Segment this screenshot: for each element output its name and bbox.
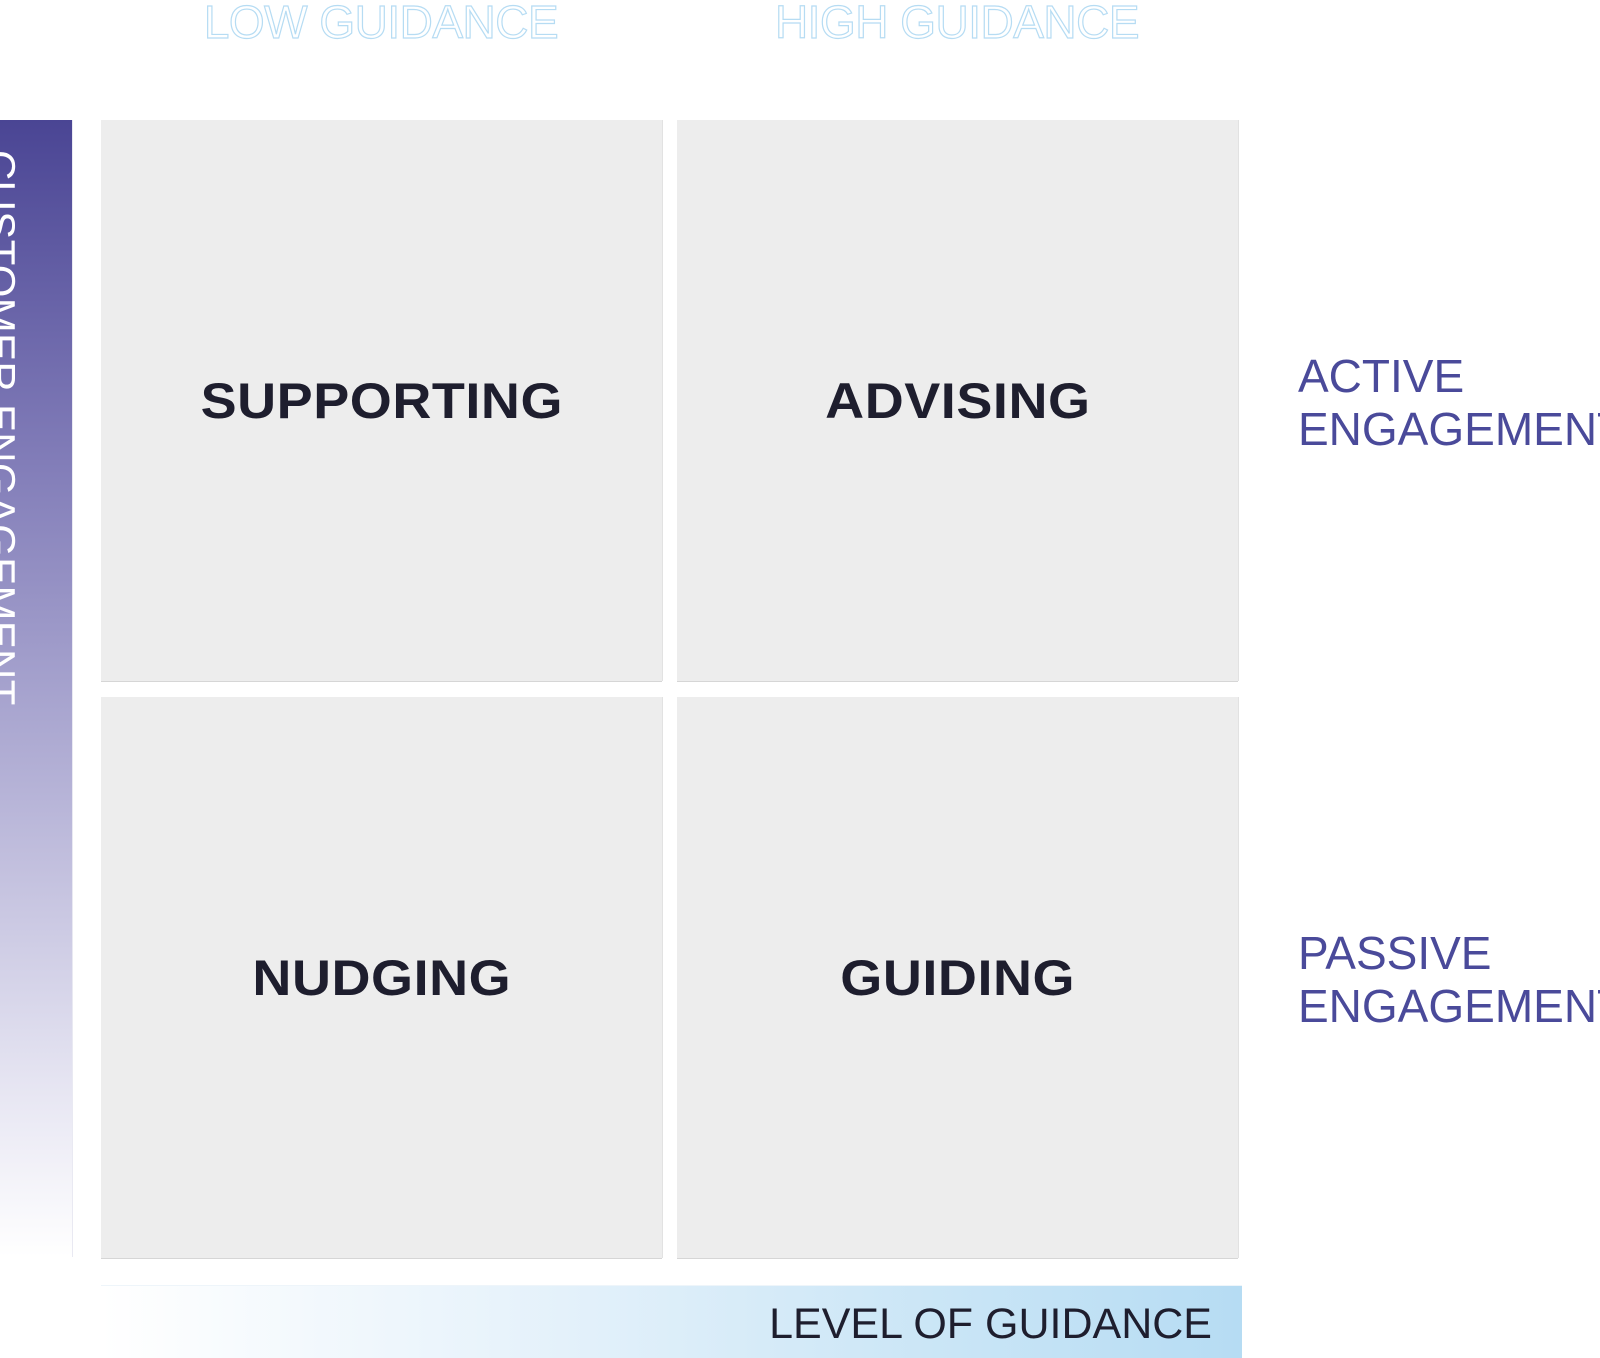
- customer-engagement-axis: CUSTOMER ENGAGEMENT: [0, 120, 72, 1257]
- quadrant-advising: ADVISING: [677, 120, 1238, 681]
- column-header-low-guidance: LOW GUIDANCE: [203, 0, 559, 49]
- quadrant-label: SUPPORTING: [200, 372, 563, 429]
- row-header-passive-engagement: PASSIVE ENGAGEMENT: [1298, 927, 1600, 1033]
- quadrant-nudging: NUDGING: [101, 697, 662, 1258]
- row-header-line: PASSIVE: [1298, 927, 1492, 979]
- quadrant-supporting: SUPPORTING: [101, 120, 662, 681]
- level-of-guidance-axis-label: LEVEL OF GUIDANCE: [769, 1300, 1212, 1348]
- quadrant-guiding: GUIDING: [677, 697, 1238, 1258]
- level-of-guidance-axis: LEVEL OF GUIDANCE: [101, 1286, 1242, 1358]
- column-header-high-guidance: HIGH GUIDANCE: [774, 0, 1140, 49]
- row-header-line: ENGAGEMENT: [1298, 403, 1600, 455]
- quadrant-label: ADVISING: [824, 372, 1091, 429]
- customer-engagement-axis-label: CUSTOMER ENGAGEMENT: [0, 150, 24, 706]
- quadrant-label: GUIDING: [840, 949, 1075, 1006]
- row-header-line: ENGAGEMENT: [1298, 980, 1600, 1032]
- row-header-active-engagement: ACTIVE ENGAGEMENT: [1298, 350, 1600, 456]
- quadrant-label: NUDGING: [252, 949, 511, 1006]
- row-header-line: ACTIVE: [1298, 350, 1465, 402]
